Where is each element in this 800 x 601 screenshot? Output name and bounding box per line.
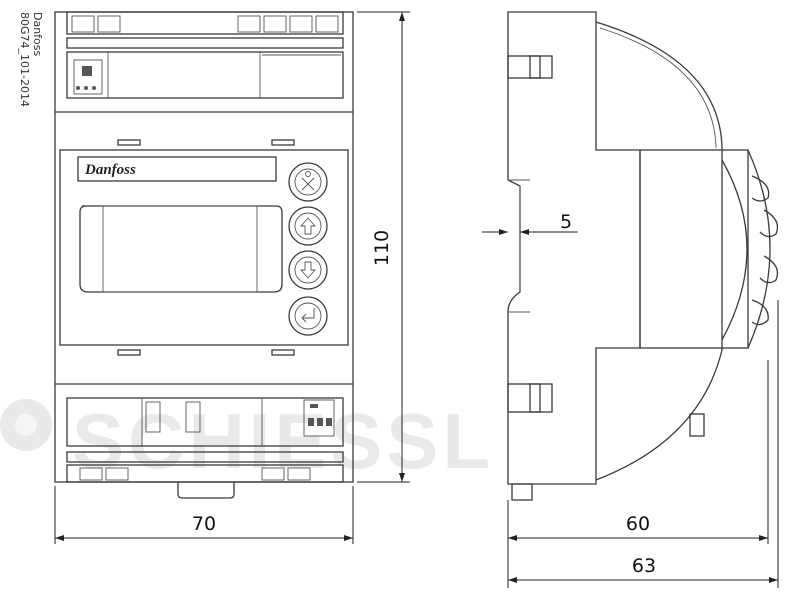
arrow-down-icon (300, 261, 316, 279)
side-front-panel (639, 149, 749, 349)
up-key[interactable] (288, 206, 328, 246)
display-window (79, 205, 283, 293)
brand-logo: Danfoss (84, 162, 136, 178)
front-view: Danfoss (54, 11, 354, 499)
rail-offset-dimension: 5 (560, 211, 572, 233)
enter-icon (301, 308, 315, 323)
bottom-terminal-screws (79, 467, 311, 481)
x-person-icon (301, 171, 315, 191)
bottom-terminal-rail (66, 451, 344, 463)
side-view (507, 11, 779, 501)
width-dimension: 70 (192, 513, 216, 535)
height-dimension: 110 (371, 230, 393, 266)
top-terminal-cover (66, 11, 344, 35)
bottom-connector-area (66, 397, 344, 447)
cancel-key[interactable] (288, 162, 328, 202)
side-dimensions: 5 60 63 (482, 211, 779, 588)
side-keys (751, 175, 779, 326)
down-key[interactable] (288, 250, 328, 290)
brand-strip (77, 156, 277, 182)
watermark-logo-icon (0, 399, 52, 451)
front-dimensions: 70 110 (54, 11, 410, 544)
top-terminal-screws (71, 15, 339, 33)
top-connector-chip-icon (73, 59, 103, 95)
total-depth-dimension: 63 (632, 555, 656, 577)
din-clip-tab (177, 482, 235, 499)
caption-drawing-code: 80G74_101-2014 (18, 12, 31, 107)
top-connector-area (66, 51, 344, 99)
front-panel (59, 149, 349, 346)
caption-manufacturer: Danfoss (31, 12, 44, 57)
watermark-text: SCHIESSL (72, 397, 494, 485)
enter-key[interactable] (288, 296, 328, 336)
din-rail-profile (507, 11, 641, 485)
side-housing-curve (595, 21, 723, 481)
drawing-caption: Danfoss 80G74_101-2014 (18, 12, 44, 107)
keypad (288, 162, 328, 336)
body-depth-dimension: 60 (626, 513, 650, 535)
watermark: SCHIESSL (0, 397, 494, 485)
bottom-led-chip-icon (303, 399, 335, 437)
bottom-terminal-cover (66, 464, 344, 483)
arrow-up-icon (300, 217, 316, 235)
top-terminal-rail (66, 37, 344, 49)
